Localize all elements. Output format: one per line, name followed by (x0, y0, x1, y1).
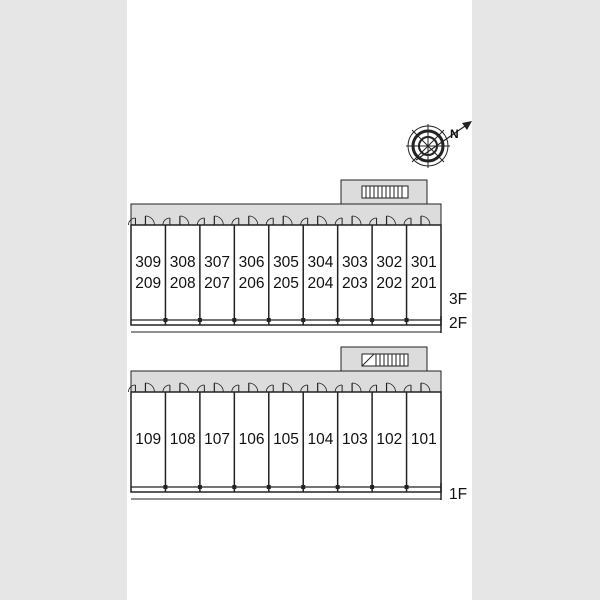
floor-label-2f: 2F (449, 315, 467, 332)
door-icon (196, 382, 224, 393)
lower-stair-icon (361, 353, 409, 367)
unit-number-label: 102 (376, 431, 402, 448)
door-icon (128, 215, 155, 226)
unit-number-label: 203 (342, 275, 368, 292)
unit-number-label: 302 (376, 254, 402, 271)
door-icon (196, 215, 224, 226)
door-icon (369, 215, 396, 226)
unit-number-label: 208 (170, 275, 196, 292)
door-icon (128, 382, 155, 393)
door-icon (334, 215, 362, 226)
unit-number-label: 104 (308, 431, 334, 448)
unit-number-label: 309 (135, 254, 161, 271)
unit-number-label: 209 (135, 275, 161, 292)
unit-number-label: 109 (135, 431, 161, 448)
unit-number-label: 103 (342, 431, 368, 448)
door-icon (231, 382, 259, 393)
unit-number-label: 308 (170, 254, 196, 271)
upper-corridor (130, 203, 442, 227)
unit-number-label: 201 (411, 275, 437, 292)
unit-number-label: 204 (308, 275, 334, 292)
door-icon (300, 215, 328, 226)
lower-units-outline (130, 391, 442, 493)
unit-number-label: 101 (411, 431, 437, 448)
door-icon (162, 215, 190, 226)
unit-number-label: 206 (239, 275, 265, 292)
unit-number-label: 106 (239, 431, 265, 448)
unit-number-label: 306 (239, 254, 265, 271)
unit-number-label: 305 (273, 254, 299, 271)
north-arrow-icon: N (406, 121, 472, 168)
unit-number-label: 202 (376, 275, 402, 292)
unit-number-label: 205 (273, 275, 299, 292)
lower-unit-dividers (163, 392, 409, 492)
compass-letter: N (450, 127, 459, 141)
upper-unit-labels: 309 209 308 208 307 207 306 206 305 205 304 204 303 2… (135, 254, 436, 292)
unit-number-label: 108 (170, 431, 196, 448)
lower-door-icons (128, 382, 431, 393)
upper-stair-icon (361, 185, 409, 199)
unit-number-label: 303 (342, 254, 368, 271)
door-icon (403, 382, 431, 393)
floor-label-3f: 3F (449, 291, 467, 308)
door-icon (300, 382, 328, 393)
lower-building-block: 109 108 107 106 105 104 103 102 101 1F (128, 346, 467, 503)
unit-number-label: 207 (204, 275, 230, 292)
door-icon (231, 215, 259, 226)
upper-units-outline (130, 224, 442, 326)
unit-number-label: 105 (273, 431, 299, 448)
unit-number-label: 304 (308, 254, 334, 271)
door-icon (162, 382, 190, 393)
lower-unit-labels: 109 108 107 106 105 104 103 102 101 (135, 431, 436, 448)
door-icon (369, 382, 396, 393)
unit-number-label: 301 (411, 254, 437, 271)
unit-number-label: 107 (204, 431, 230, 448)
door-icon (403, 215, 431, 226)
floor-label-1f: 1F (449, 486, 467, 503)
upper-building-block: 309 209 308 208 307 207 306 206 305 205 304 204 303 2… (128, 179, 467, 333)
door-icon (265, 215, 293, 226)
unit-number-label: 307 (204, 254, 230, 271)
lower-corridor (130, 370, 442, 394)
upper-door-icons (128, 215, 431, 226)
door-icon (334, 382, 362, 393)
door-icon (265, 382, 293, 393)
